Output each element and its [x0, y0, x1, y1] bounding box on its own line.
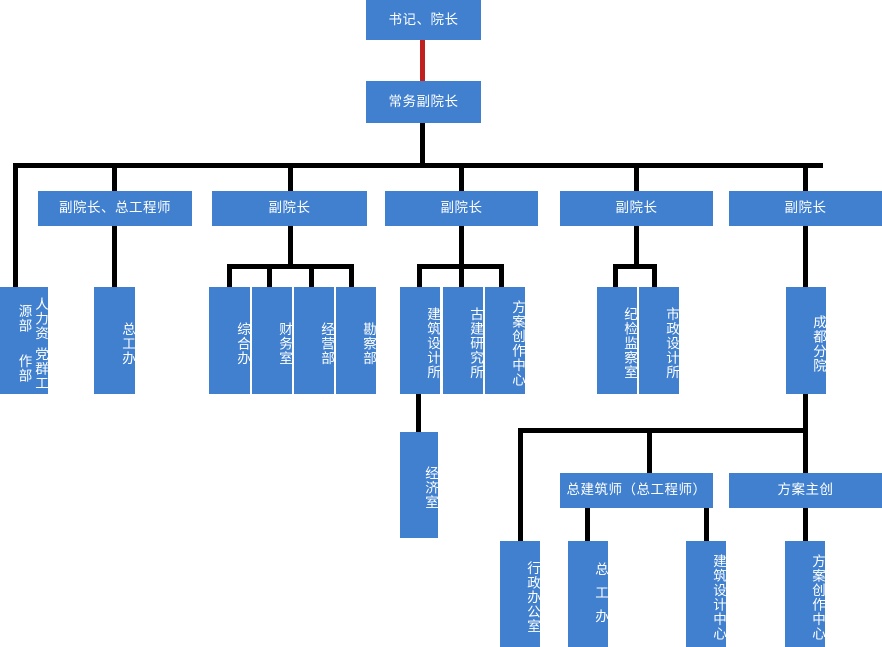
connector-vp2-bus — [227, 264, 354, 269]
connector-bus-to-vp2 — [288, 163, 293, 191]
node-party-work-dept-label: 党群工作部 — [15, 347, 48, 391]
connector-vp2-drop-3 — [309, 264, 314, 287]
connector-exec-vp-down — [420, 123, 425, 165]
node-economics-office[interactable]: 经济室 — [400, 432, 438, 538]
node-municipal-design-institute[interactable]: 市政设计所 — [639, 287, 679, 394]
connector-vp-bus — [13, 163, 823, 168]
node-vice-president-2[interactable]: 副院长 — [212, 191, 367, 226]
node-chengdu-branch[interactable]: 成都分院 — [786, 287, 826, 394]
node-chief-architect[interactable]: 总建筑师（总工程师） — [560, 473, 713, 508]
connector-vp3-stem — [459, 226, 464, 266]
connector-chief-architect-to-design-center — [704, 508, 709, 541]
connector-vp3-drop-1 — [417, 264, 422, 287]
node-vice-president-5[interactable]: 副院长 — [729, 191, 882, 226]
connector-architectural-institute-to-economics-office — [416, 394, 421, 432]
connector-vp4-drop-1 — [613, 264, 618, 287]
node-executive-vice-president[interactable]: 常务副院长 — [366, 81, 481, 123]
connector-bus-to-left-branch — [13, 163, 18, 287]
node-business-dept[interactable]: 经营部 — [294, 287, 334, 394]
connector-scheme-lead-to-creation-center — [803, 508, 808, 541]
connector-chengdu-sub-bus — [518, 428, 808, 433]
connector-chengdu-drop-chief-architect — [647, 428, 652, 473]
node-chief-engineer-office[interactable]: 总工办 — [94, 287, 135, 394]
connector-vp3-drop-3 — [499, 264, 504, 287]
connector-vp4-drop-2 — [652, 264, 657, 287]
node-administrative-office[interactable]: 行政办公室 — [500, 541, 540, 647]
node-general-affairs-office[interactable]: 综合办 — [209, 287, 250, 394]
connector-vp3-drop-2 — [459, 264, 464, 287]
node-architectural-design-institute[interactable]: 建筑设计所 — [400, 287, 440, 394]
connector-vp2-drop-4 — [349, 264, 354, 287]
connector-chengdu-branch-stem — [803, 394, 808, 432]
node-scheme-lead[interactable]: 方案主创 — [729, 473, 882, 508]
node-hr-dept-label: 人力资源部 — [15, 296, 48, 341]
connector-chengdu-drop-scheme-lead — [803, 428, 808, 473]
connector-chengdu-drop-admin — [518, 428, 523, 541]
node-vice-president-chief-engineer[interactable]: 副院长、总工程师 — [38, 191, 192, 226]
node-vice-president-4[interactable]: 副院长 — [560, 191, 713, 226]
node-survey-dept[interactable]: 勘察部 — [336, 287, 376, 394]
node-chengdu-chief-engineer-office[interactable]: 总工办 — [568, 541, 608, 647]
node-hr-and-party-work-dept[interactable]: 人力资源部 党群工作部 — [0, 287, 48, 394]
connector-chief-architect-to-chief-engineer-office — [585, 508, 590, 541]
node-scheme-creation-center[interactable]: 方案创作中心 — [485, 287, 525, 394]
connector-vp2-drop-1 — [227, 264, 232, 287]
node-chengdu-scheme-creation-center[interactable]: 方案创作中心 — [785, 541, 825, 647]
node-finance-office[interactable]: 财务室 — [252, 287, 292, 394]
connector-vp2-drop-2 — [267, 264, 272, 287]
node-vice-president-3[interactable]: 副院长 — [385, 191, 538, 226]
node-ancient-architecture-institute[interactable]: 古建研究所 — [443, 287, 483, 394]
connector-bus-to-vp1 — [112, 163, 117, 191]
connector-vp4-stem — [634, 226, 639, 266]
connector-bus-to-vp4 — [634, 163, 639, 191]
connector-vp5-to-chengdu-branch — [803, 226, 808, 287]
connector-vp2-stem — [288, 226, 293, 266]
node-secretary-president[interactable]: 书记、院长 — [366, 0, 481, 40]
connector-vp1-to-chief-engineer-office — [112, 226, 117, 287]
connector-bus-to-vp3 — [459, 163, 464, 191]
node-architectural-design-center[interactable]: 建筑设计中心 — [686, 541, 726, 647]
connector-bus-to-vp5 — [803, 163, 808, 191]
node-discipline-inspection-office[interactable]: 纪检监察室 — [597, 287, 637, 394]
connector-president-to-exec-vp — [420, 40, 425, 82]
connector-vp4-bus — [613, 264, 657, 269]
